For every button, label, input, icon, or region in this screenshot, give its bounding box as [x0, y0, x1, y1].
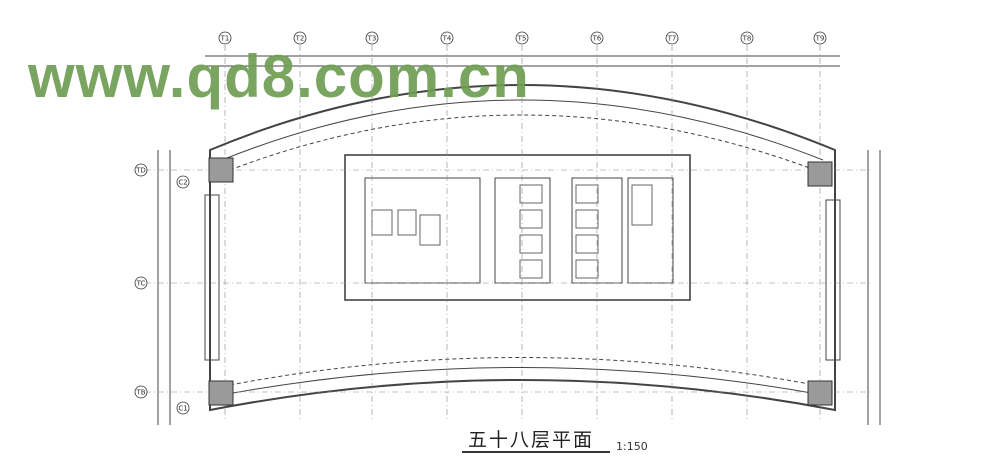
grid-label: T5: [517, 35, 527, 43]
title-underline: [462, 451, 610, 453]
slab-edge: [229, 114, 816, 171]
core-fixtures: [371, 184, 653, 279]
grid-label: TC: [136, 280, 146, 288]
grid-bubbles: [134, 31, 827, 415]
drawing-title: 五十八层平面: [468, 429, 595, 451]
grid-label: T4: [442, 35, 452, 43]
grid-label: T6: [592, 35, 602, 43]
grid-label: TB: [135, 389, 145, 397]
grid-label: C1: [178, 405, 187, 413]
grid-label: C2: [178, 179, 187, 187]
grid-label: T9: [815, 35, 825, 43]
grid-label: T2: [295, 35, 305, 43]
grid-lines: [145, 45, 870, 420]
corner-column: [208, 380, 234, 406]
slab-edge: [229, 357, 816, 386]
grid-label: T8: [742, 35, 752, 43]
inner-curtain-wall: [221, 367, 824, 396]
grid-label: T3: [367, 35, 377, 43]
core-outline: [344, 154, 691, 301]
core-room-right: [627, 177, 674, 284]
inner-curtain-wall: [221, 99, 824, 161]
side-curtain-wall: [204, 194, 220, 361]
corner-column: [807, 380, 833, 406]
corner-column: [807, 161, 833, 187]
side-curtain-wall: [825, 199, 841, 361]
core-room-left: [364, 177, 481, 284]
grid-label: T7: [667, 35, 677, 43]
grid-label: TD: [135, 167, 146, 175]
grid-label: T1: [220, 35, 230, 43]
watermark: www.qd8.com.cn: [28, 43, 530, 110]
building-outline: [209, 84, 836, 412]
drawing-scale: 1:150: [616, 440, 648, 453]
corner-column: [208, 157, 234, 183]
